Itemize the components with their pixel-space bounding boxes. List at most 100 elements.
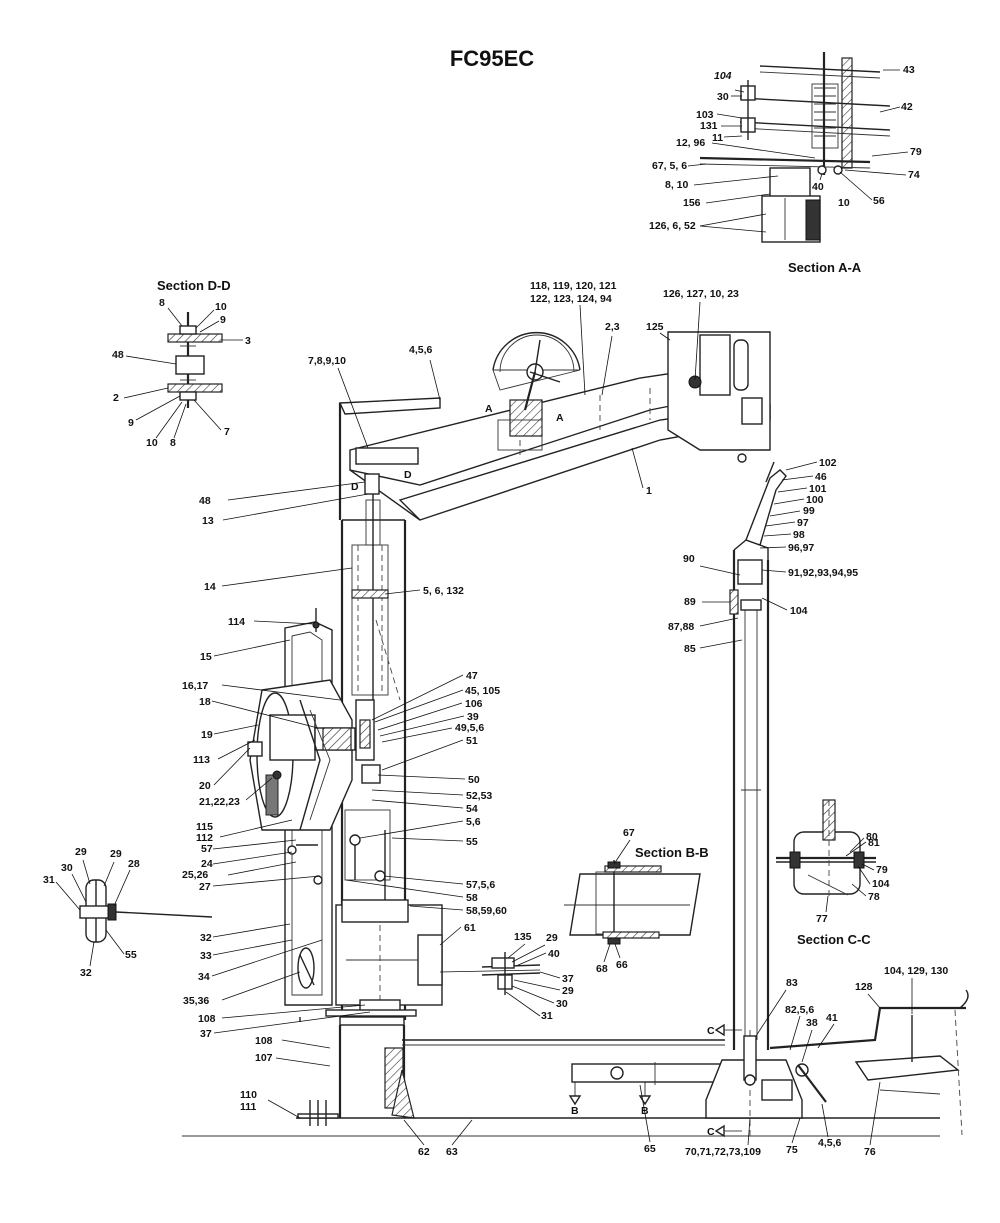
callout-aa-11: 11 (712, 132, 723, 144)
view-mark-a-left: A (485, 403, 493, 415)
callout-27: 27 (199, 881, 211, 893)
view-mark-b-left: B (571, 1105, 579, 1117)
callout-19: 19 (201, 729, 213, 741)
diagram-title: FC95EC (450, 46, 534, 71)
callout-dd-10-top: 10 (215, 301, 227, 313)
callout-54: 54 (466, 803, 478, 815)
callout-57: 57 (201, 843, 213, 855)
callout-cc-79: 79 (876, 864, 888, 876)
callout-126-127: 126, 127, 10, 23 (663, 288, 739, 300)
callout-l-30: 30 (61, 862, 73, 874)
callout-108a: 108 (198, 1013, 216, 1025)
callout-82-5-6: 82,5,6 (785, 1004, 814, 1016)
callout-r-37: 37 (562, 973, 574, 985)
section-c-c-label: Section C-C (797, 932, 871, 947)
callout-dd-3: 3 (245, 335, 251, 347)
callout-122-94: 122, 123, 124, 94 (530, 293, 612, 305)
callout-46: 46 (815, 471, 827, 483)
callout-dd-48: 48 (112, 349, 124, 361)
callout-48: 48 (199, 495, 211, 507)
base-frame (182, 1016, 940, 1140)
callout-38: 38 (806, 1017, 818, 1029)
pedal-assembly (769, 989, 969, 1136)
callout-aa-56: 56 (873, 195, 885, 207)
callout-41: 41 (826, 1012, 838, 1024)
section-b-b-label: Section B-B (635, 845, 709, 860)
callout-bb-66: 66 (616, 959, 628, 971)
callout-55: 55 (466, 836, 478, 848)
callout-47: 47 (466, 670, 478, 682)
callout-50: 50 (468, 774, 480, 786)
callout-cc-78: 78 (868, 891, 880, 903)
callout-63: 63 (446, 1146, 458, 1158)
callout-aa-40: 40 (812, 181, 824, 193)
callout-102: 102 (819, 457, 837, 469)
callout-4-5-6: 4,5,6 (409, 344, 433, 356)
callout-l-29b: 29 (110, 848, 122, 860)
callout-104: 104 (790, 605, 808, 617)
callout-4-5-6-b: 4,5,6 (818, 1137, 842, 1149)
callout-51: 51 (466, 735, 478, 747)
callout-r-135: 135 (514, 931, 532, 943)
callout-r-29b: 29 (562, 985, 574, 997)
callout-cc-80: 80 (866, 831, 878, 843)
callout-85: 85 (684, 643, 696, 655)
callout-16-17: 16,17 (182, 680, 208, 692)
callout-39: 39 (467, 711, 479, 723)
callout-101: 101 (809, 483, 827, 495)
callout-75: 75 (786, 1144, 798, 1156)
view-mark-a-right: A (556, 412, 564, 424)
callout-104-129-130: 104, 129, 130 (884, 965, 948, 977)
callout-r-40: 40 (548, 948, 560, 960)
section-b-b-view (564, 860, 701, 945)
section-d-d-view (167, 312, 223, 408)
callout-bb-67: 67 (623, 827, 635, 839)
callout-aa-79: 79 (910, 146, 922, 158)
callout-dd-8-bot: 8 (170, 437, 176, 449)
view-mark-b-right: B (641, 1105, 649, 1117)
callout-111: 111 (240, 1101, 257, 1113)
callout-r-31: 31 (541, 1010, 553, 1022)
lever-column (729, 461, 787, 1086)
callout-l-32: 32 (80, 967, 92, 979)
callout-96-97: 96,97 (788, 542, 814, 554)
callout-118-121: 118, 119, 120, 121 (530, 280, 617, 292)
callout-aa-74: 74 (908, 169, 920, 181)
callout-cc-77: 77 (816, 913, 828, 925)
callout-dd-9-bot: 9 (128, 417, 134, 429)
callout-14: 14 (204, 581, 216, 593)
main-leader-lines (211, 301, 913, 1146)
section-markers (568, 1023, 742, 1138)
callout-24: 24 (201, 858, 213, 870)
callout-r-29: 29 (546, 932, 558, 944)
callout-97: 97 (797, 517, 809, 529)
callout-aa-12-96: 12, 96 (676, 137, 705, 149)
callout-58-60: 58,59,60 (466, 905, 507, 917)
callout-aa-131: 131 (700, 120, 718, 132)
view-mark-d-right: D (404, 469, 412, 481)
callout-2-3: 2,3 (605, 321, 620, 333)
callout-57-5-6: 57,5,6 (466, 879, 495, 891)
callout-7-8-9-10: 7,8,9,10 (308, 355, 346, 367)
callout-98: 98 (793, 529, 805, 541)
callout-49-5-6: 49,5,6 (455, 722, 484, 734)
callout-87-88: 87,88 (668, 621, 694, 633)
section-d-d-leaders (123, 307, 243, 439)
callout-106: 106 (465, 698, 483, 710)
link-detail-view (439, 952, 541, 995)
callout-r-30: 30 (556, 998, 568, 1010)
callout-100: 100 (806, 494, 824, 506)
callout-91-95: 91,92,93,94,95 (788, 567, 858, 579)
callout-58: 58 (466, 892, 478, 904)
section-d-d-label: Section D-D (157, 278, 231, 293)
callout-32: 32 (200, 932, 212, 944)
callout-aa-67-5-6: 67, 5, 6 (652, 160, 687, 172)
callout-l-28: 28 (128, 858, 140, 870)
callout-114: 114 (228, 616, 245, 628)
section-c-c-view (776, 799, 876, 900)
callout-113: 113 (193, 754, 210, 766)
callout-dd-10-bot: 10 (146, 437, 158, 449)
callout-33: 33 (200, 950, 212, 962)
callout-70-109: 70,71,72,73,109 (685, 1146, 761, 1158)
